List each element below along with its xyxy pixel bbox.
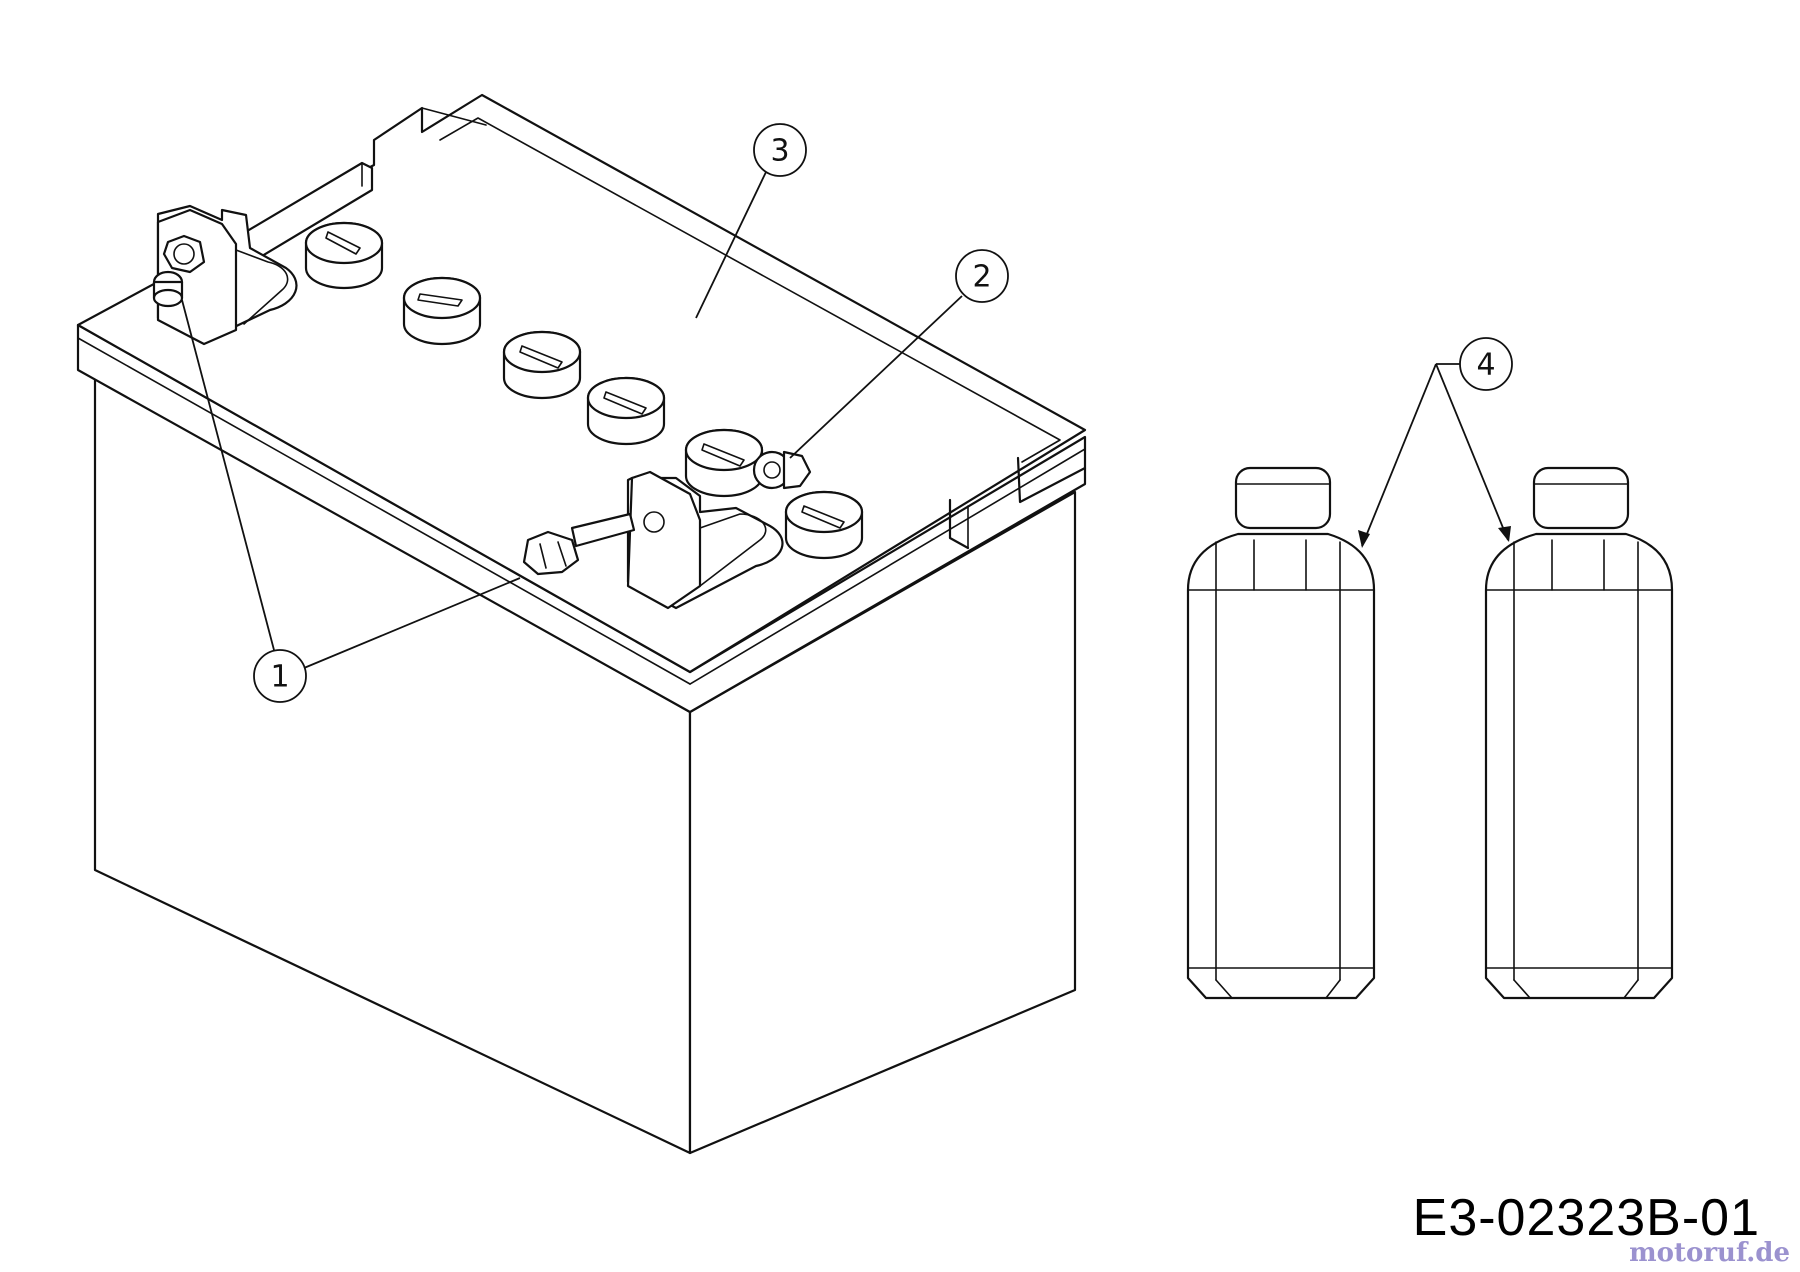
callout-label-1: 1 [270,660,289,695]
arrowhead-right [1498,526,1511,542]
callout-label-4: 4 [1476,348,1495,383]
callout-4: 4 [1358,337,1513,548]
bottle [1484,466,1674,1000]
cell-cap [304,221,384,290]
callout-3: 3 [695,123,807,319]
cell-cap [784,490,864,560]
cell-caps [304,221,864,560]
bottle [1186,466,1376,1000]
terminal-nut-left [162,234,206,274]
callout-label-3: 3 [770,134,789,169]
cell-cap [586,376,666,446]
cell-cap [402,276,482,346]
cell-cap [502,330,582,400]
cell-cap [684,428,764,498]
terminal-right [522,450,812,610]
lock-washer [752,450,812,490]
callout-1: 1 [181,299,521,703]
drawing-code: E3-02323B-01 [1412,1189,1760,1247]
callout-2: 2 [789,249,1009,459]
bolt-right [522,512,636,576]
arrowhead-left [1358,530,1370,548]
terminal-left [152,204,298,346]
watermark: motoruf.de [1629,1238,1790,1268]
callout-label-2: 2 [972,260,991,295]
